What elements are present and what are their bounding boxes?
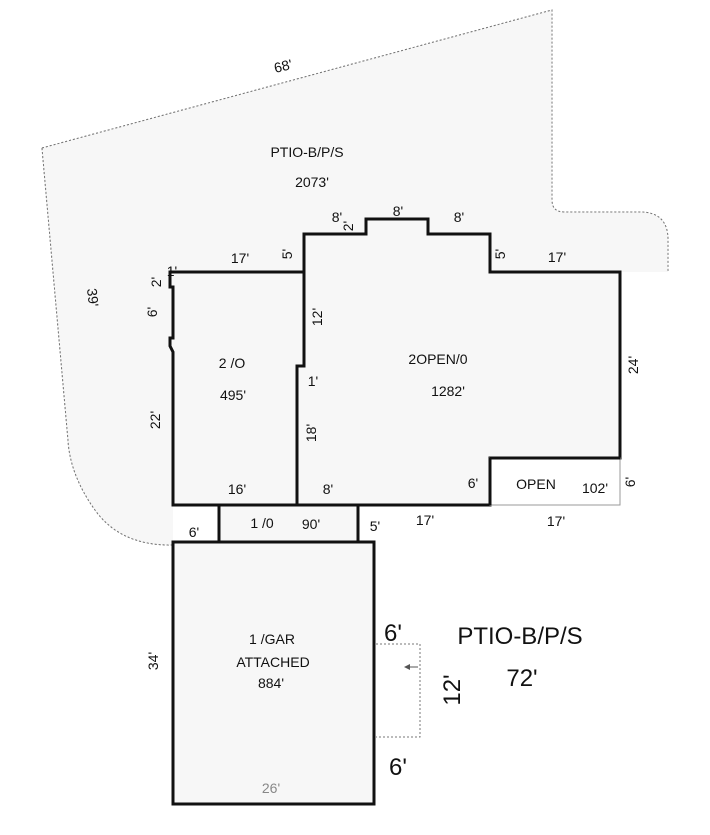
garage-shape — [171, 540, 376, 806]
room-2o-name: 2 /O — [219, 355, 246, 371]
room-2open-dim-24: 24' — [625, 356, 641, 374]
small-patio-dim-side: 12' — [439, 674, 466, 705]
open-area-dim-right: 6' — [622, 477, 638, 487]
small-patio-outline — [376, 643, 421, 738]
garage-area: 884' — [258, 675, 284, 691]
garage-dim-bottom: 26' — [262, 780, 280, 796]
room-2open-dim-2: 2' — [340, 221, 356, 231]
room-10-shape — [217, 503, 360, 544]
garage-name-line1: 1 /GAR — [249, 631, 295, 647]
room-2open-name: 2OPEN/0 — [408, 351, 467, 367]
room-2open-dim-8c: 8' — [454, 209, 464, 225]
patio-dotted-edge-left — [41, 147, 173, 546]
room-2open-dim-8a: 8' — [332, 209, 342, 225]
room-10-dim-17: 17' — [416, 512, 434, 528]
room-10-name: 1 /0 — [250, 515, 274, 531]
small-patio-dim-top: 6' — [384, 620, 402, 647]
small-patio-area: 72' — [506, 665, 537, 692]
room-2o-dim-top: 17' — [231, 250, 249, 266]
patio-name: PTIO-B/P/S — [270, 144, 343, 160]
room-2o-dim-left: 22' — [147, 411, 163, 429]
room-2open-area: 1282' — [431, 383, 465, 399]
open-area-name: OPEN — [516, 476, 556, 492]
room-2open-dim-8b: 8' — [393, 203, 403, 219]
room-2o-jog-a: 2' — [148, 277, 164, 287]
patio-dim-left: 39' — [84, 288, 102, 308]
room-2open-shape — [295, 217, 622, 507]
room-2open-dim-bottom: 8' — [323, 481, 333, 497]
patio-area: 2073' — [295, 174, 329, 190]
patio-dotted-edge — [41, 9, 669, 272]
room-2open-dim-6: 6' — [468, 475, 478, 491]
room-2o-area: 495' — [220, 387, 246, 403]
room-10-area: 90' — [302, 516, 320, 532]
small-patio-name: PTIO-B/P/S — [457, 623, 582, 650]
open-area-shape — [489, 457, 621, 506]
room-2open-dim-1: 1' — [308, 373, 318, 389]
open-area-area: 102' — [582, 480, 608, 496]
arrow-head-icon — [404, 664, 410, 670]
patio-dim-top: 68' — [272, 56, 294, 76]
room-2o-jog-c: 1' — [167, 263, 177, 279]
small-patio-dim-bottom: 6' — [389, 754, 407, 781]
room-2open-dim-5a: 5' — [279, 249, 295, 259]
room-2open-dim-18: 18' — [303, 424, 319, 442]
room-10-dim-right: 5' — [370, 518, 380, 534]
patio-fill — [42, 10, 668, 545]
room-2open-dim-5b: 5' — [492, 249, 508, 259]
garage-dim-left: 34' — [145, 652, 161, 670]
garage-name-line2: ATTACHED — [236, 654, 309, 670]
room-2open-dim-17: 17' — [548, 249, 566, 265]
room-2o-jog-b: 6' — [144, 307, 160, 317]
room-10-dim-left: 6' — [189, 524, 199, 540]
open-area-dim-bottom: 17' — [547, 513, 565, 529]
room-2o-dim-bottom: 16' — [228, 481, 246, 497]
room-2open-dim-12: 12' — [309, 308, 325, 326]
